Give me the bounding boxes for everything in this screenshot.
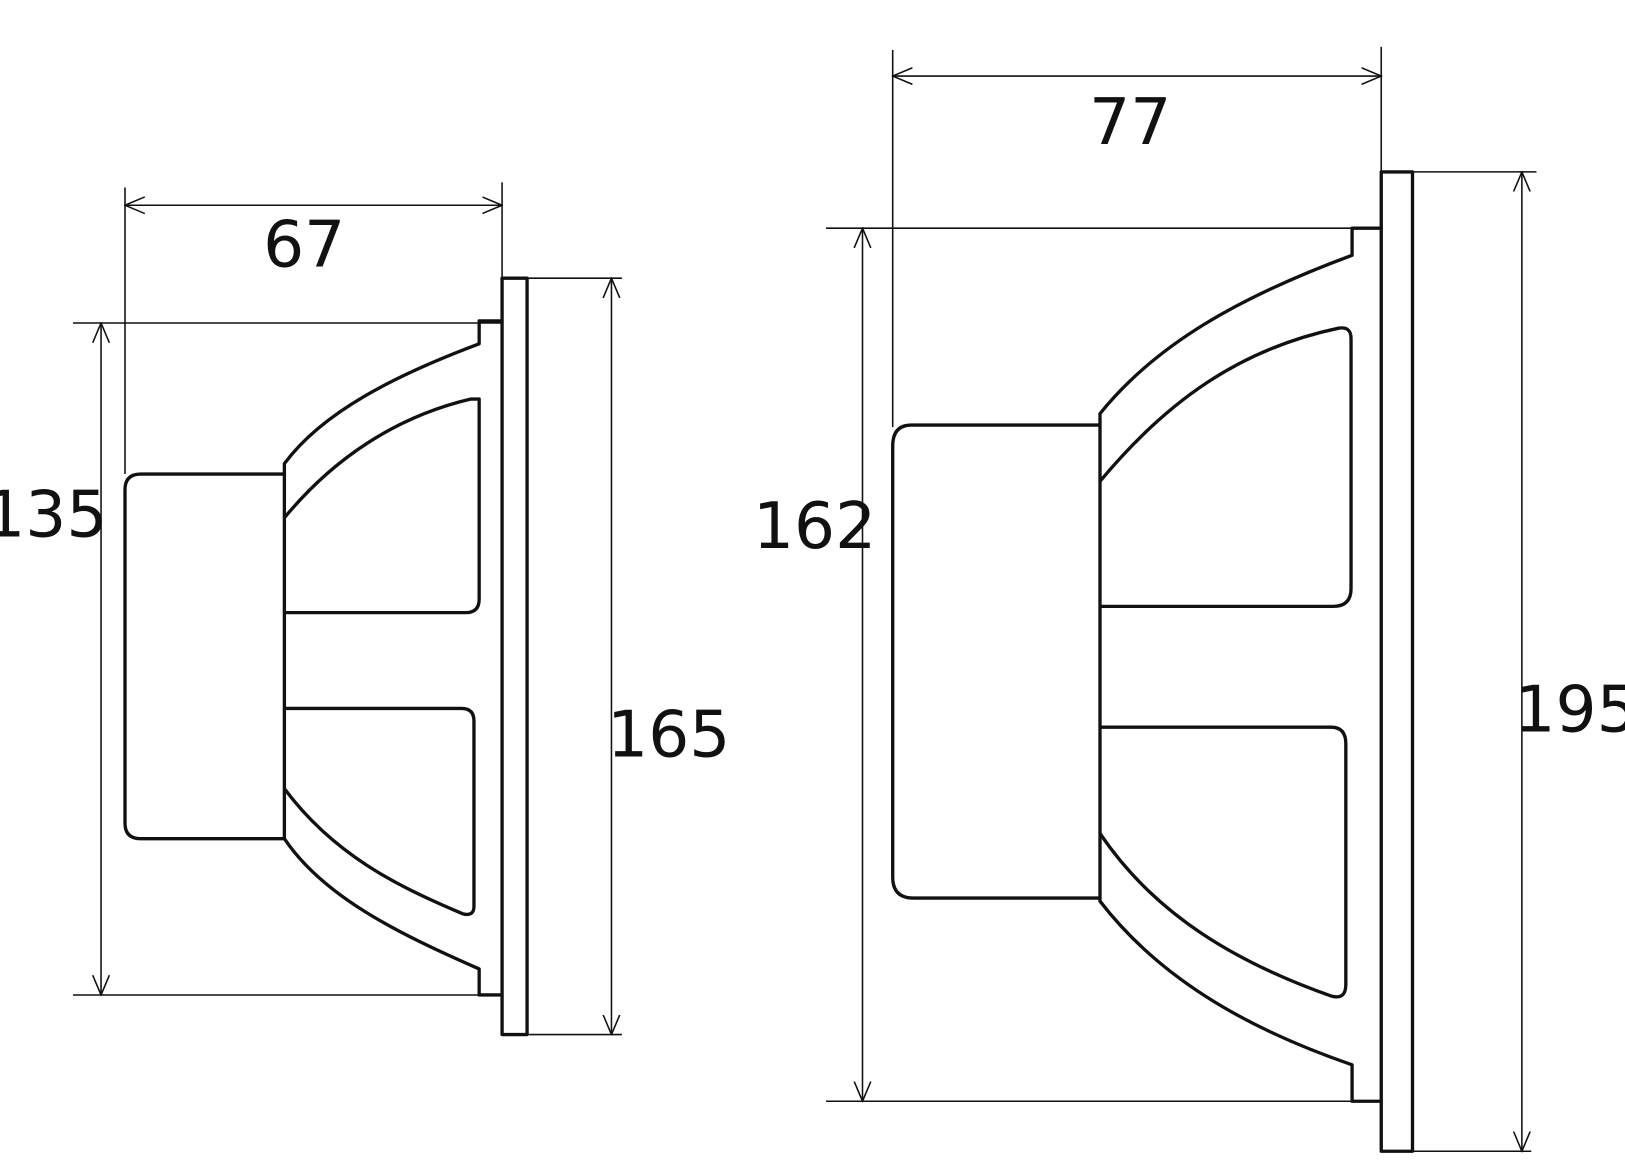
basket-outline (282, 319, 503, 997)
dimension-label-depth: 67 (263, 208, 345, 283)
dimension-label-cutout: 135 (0, 478, 107, 553)
basket-window-upper (283, 397, 481, 615)
small-speaker: 67 135 165 (0, 182, 730, 1037)
large-speaker: 77 162 195 (753, 46, 1625, 1153)
basket-window-lower (1098, 725, 1348, 999)
magnet (123, 472, 285, 841)
basket-outline (1098, 226, 1382, 1103)
basket-window-lower (283, 706, 476, 917)
dimension-label-outer: 195 (1514, 672, 1625, 747)
mounting-flange (500, 276, 529, 1037)
dimension-label-depth: 77 (1089, 85, 1171, 160)
magnet (891, 423, 1100, 900)
basket-window-upper (1098, 326, 1353, 609)
dimension-label-outer: 165 (607, 697, 730, 772)
dimension-label-cutout: 162 (753, 489, 876, 564)
mounting-flange (1379, 170, 1415, 1153)
